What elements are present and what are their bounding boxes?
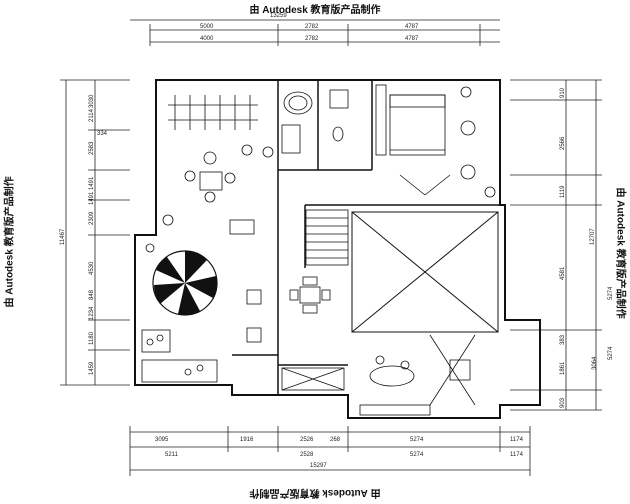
dim-left-small: 334 [97, 131, 108, 137]
dim-top-row1-2: 4787 [405, 24, 419, 30]
straight-staircase [305, 209, 349, 266]
dim-right-9: 5274 [608, 346, 614, 360]
dim-right-2: 1119 [560, 185, 566, 198]
dim-top-row1-0: 5000 [200, 24, 214, 30]
lounge-furniture [359, 334, 476, 416]
dim-top-total: 13259 [270, 13, 287, 19]
dim-left-7: 848 [89, 289, 95, 300]
exterior-walls [134, 79, 541, 419]
dim-right-5: 3064 [592, 356, 598, 370]
dining-set [246, 276, 331, 343]
dim-bottom-row1-0: 3095 [155, 437, 169, 443]
interior-walls [232, 80, 500, 395]
dim-bottom-row2-2: 5274 [410, 452, 424, 458]
dim-right-0: 910 [560, 87, 566, 98]
bedroom-furniture [375, 84, 496, 198]
dim-left-6: 4530 [89, 261, 95, 275]
corridor [281, 367, 345, 391]
dim-bottom-total: 15297 [310, 463, 327, 469]
dim-bottom-row1-5: 1174 [510, 437, 524, 443]
bathroom-fixtures [281, 89, 349, 154]
dim-right-3: 4581 [560, 266, 566, 280]
dim-top-row2-0: 4000 [200, 36, 214, 42]
dim-left-0: 3030 [89, 94, 95, 108]
atrium-void [351, 211, 499, 333]
dim-bottom-row1-2: 2526 [300, 437, 314, 443]
planter-area [141, 329, 218, 383]
dim-right-1: 2566 [560, 136, 566, 150]
watermark-top: 由 Autodesk 教育版产品制作 [249, 5, 381, 16]
dimension-lines-left [60, 79, 130, 386]
dim-left-1: 2114 [89, 108, 95, 122]
dim-left-2: 2583 [89, 141, 95, 155]
dim-left-8: 1234 [89, 306, 95, 320]
dimension-labels-left: 11467 3030 2114 2583 1491 1491 2309 4530… [60, 94, 95, 375]
dimension-lines-right [510, 79, 602, 411]
garden-plants [145, 95, 274, 253]
living-room-furniture [162, 144, 255, 235]
dimension-labels-right: 12707 910 2566 1119 4581 1861 3064 383 9… [560, 87, 614, 408]
dim-left-5: 2309 [89, 211, 95, 225]
dimension-labels: 13259 5000 2782 4787 4000 2782 4787 334 … [97, 13, 524, 469]
dim-right-6: 383 [560, 334, 566, 345]
dim-bottom-row2-0: 5211 [165, 452, 179, 458]
dim-right-4: 1861 [560, 361, 566, 375]
dim-left-4: 1491 [89, 191, 95, 205]
dim-bottom-row2-1: 2528 [300, 452, 314, 458]
dim-bottom-row1-4: 5274 [410, 437, 424, 443]
dim-left-10: 1459 [89, 361, 95, 375]
dimension-lines-bottom [129, 426, 531, 476]
dim-left-total: 11467 [60, 228, 66, 245]
dim-right-total: 12707 [590, 228, 596, 245]
dim-top-row1-1: 2782 [305, 24, 319, 30]
dim-bottom-row1-1: 1916 [240, 437, 254, 443]
dim-right-7: 903 [560, 397, 566, 408]
dim-top-row2-1: 2782 [305, 36, 319, 42]
dimension-lines-top [130, 19, 500, 46]
dim-left-9: 1180 [89, 331, 95, 345]
dim-bottom-row1-3: 268 [330, 437, 341, 443]
spiral-staircase [152, 250, 218, 316]
dim-top-row2-2: 4787 [405, 36, 419, 42]
dim-bottom-row2-3: 1174 [510, 452, 524, 458]
dim-left-3: 1491 [89, 176, 95, 190]
dim-right-8: 5274 [608, 286, 614, 300]
